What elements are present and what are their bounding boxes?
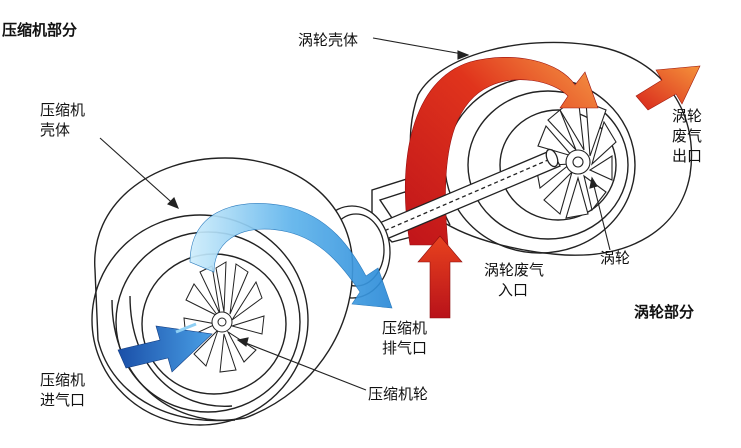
compressor-discharge-line2: 排气口 [382, 339, 428, 357]
turbine-exhaust-outlet-line3: 出口 [672, 147, 703, 165]
exhaust-flow-arrow [405, 56, 599, 246]
air-inlet-arrow [117, 325, 213, 373]
compressor-section-title: 压缩机部分 [2, 21, 78, 39]
leader-lines [99, 37, 611, 391]
compressor-inlet-label: 压缩机 进气口 [40, 370, 85, 410]
exhaust-inlet-arrow [417, 235, 463, 319]
compressed-air-flow [189, 203, 393, 309]
turbine-exhaust-inlet-line1: 涡轮废气 [484, 261, 545, 279]
turbine-exhaust-outlet-label: 涡轮 废气 出口 [672, 106, 702, 166]
turbine-exhaust-outlet-line2: 废气 [672, 127, 703, 145]
compressor-wheel-label: 压缩机轮 [368, 385, 429, 403]
turbine-wheel-label: 涡轮 [600, 249, 631, 267]
compressor-housing-label: 压缩机 壳体 [40, 100, 85, 140]
turbine-housing-label: 涡轮壳体 [298, 31, 359, 49]
turbine-exhaust-inlet-line2: 入口 [498, 281, 529, 299]
compressor-inlet-line1: 压缩机 [40, 371, 86, 389]
compressor-housing-label-line2: 壳体 [40, 121, 71, 139]
turbine-exhaust-outlet-line1: 涡轮 [672, 107, 703, 125]
turbine-exhaust-inlet-label: 涡轮废气 入口 [484, 260, 544, 300]
compressor-discharge-line1: 压缩机 [382, 319, 428, 337]
compressor-wheel-blades [183, 261, 265, 373]
turbine-section-title: 涡轮部分 [634, 303, 695, 321]
compressor-housing-label-line1: 压缩机 [40, 101, 86, 119]
exhaust-outlet-arrow [635, 65, 701, 111]
compressor-inlet-line2: 进气口 [40, 391, 86, 409]
compressor-discharge-label: 压缩机 排气口 [382, 318, 427, 358]
